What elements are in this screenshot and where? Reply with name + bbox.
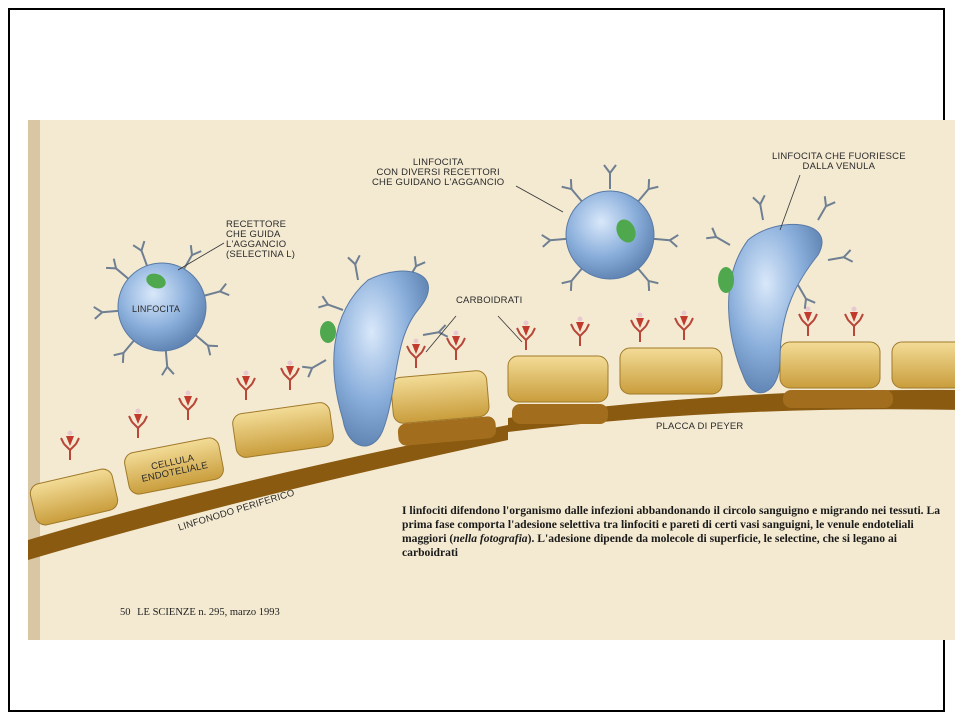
leader-lines: [178, 175, 800, 352]
lymphocyte-round-right: [542, 165, 679, 291]
page-footer: 50 LE SCIENZE n. 295, marzo 1993: [120, 607, 284, 618]
figure-caption: I linfociti difendono l'organismo dalle …: [402, 504, 942, 560]
scanned-figure: RECETTORE CHE GUIDA L'AGGANCIO (SELECTIN…: [28, 120, 955, 640]
label-carboidrati: CARBOIDRATI: [456, 296, 522, 306]
label-placca-di-peyer: PLACCA DI PEYER: [656, 422, 743, 432]
label-recettore: RECETTORE CHE GUIDA L'AGGANCIO (SELECTIN…: [226, 220, 295, 260]
endothelial-cells: [28, 342, 955, 527]
label-linfocita-fuoriesce: LINFOCITA CHE FUORIESCE DALLA VENULA: [772, 152, 906, 172]
lymphocyte-adhesion-illustration: [28, 120, 955, 640]
page-edge: [28, 120, 40, 640]
page-number: 50: [120, 607, 131, 618]
label-linfocita-recettori: LINFOCITA CON DIVERSI RECETTORI CHE GUID…: [372, 158, 504, 188]
label-linfocita: LINFOCITA: [132, 304, 180, 314]
journal-reference: LE SCIENZE n. 295, marzo 1993: [137, 607, 280, 618]
caption-italic: nella fotografia: [453, 532, 527, 545]
slide-frame: RECETTORE CHE GUIDA L'AGGANCIO (SELECTIN…: [8, 8, 945, 712]
